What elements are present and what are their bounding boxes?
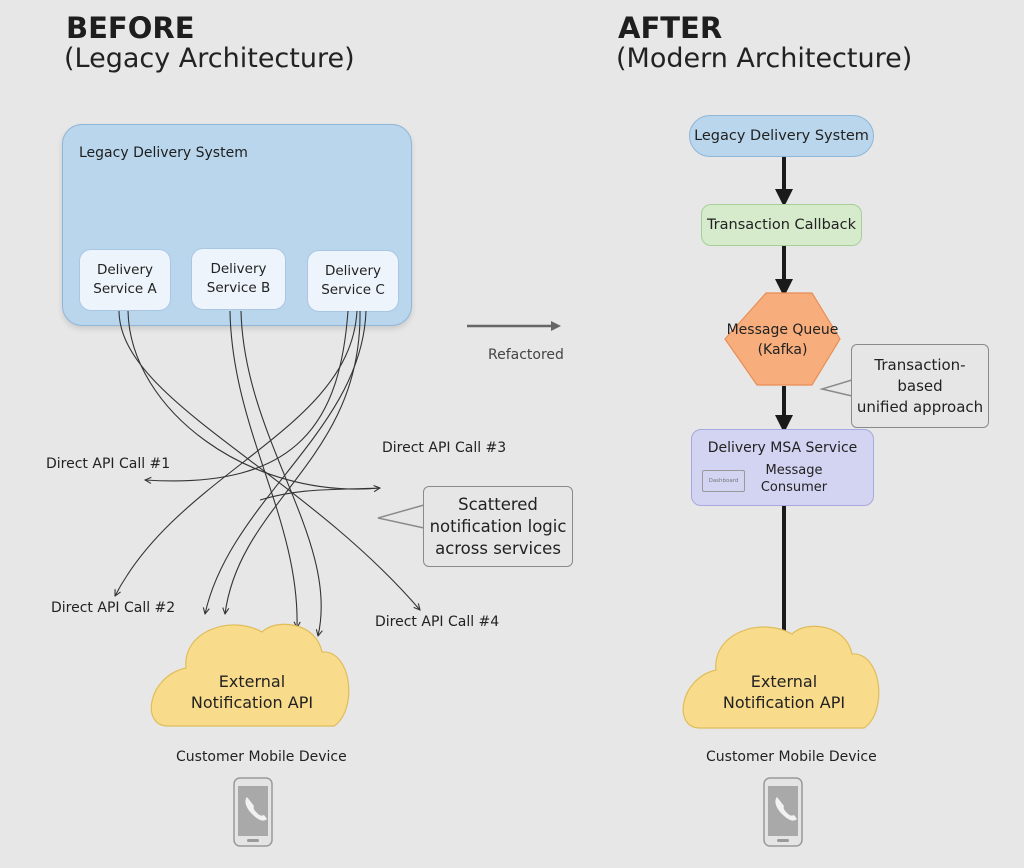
legacy-delivery-system-box: Legacy Delivery System Delivery Service …	[62, 124, 412, 326]
api-call-lines	[115, 310, 420, 636]
service-a-line1: Delivery	[96, 262, 154, 278]
service-b-line1: Delivery	[210, 261, 267, 277]
after-subtitle: (Modern Architecture)	[616, 43, 913, 74]
api-call-label-4: Direct API Call #4	[375, 614, 500, 630]
after-device-label: Customer Mobile Device	[706, 749, 877, 765]
transaction-callback-node[interactable]: Transaction Callback	[701, 204, 862, 246]
delivery-service-c[interactable]: Delivery Service C	[307, 250, 399, 312]
before-title: BEFORE	[66, 11, 195, 45]
queue-line2: (Kafka)	[757, 342, 808, 358]
after-cloud-line2: Notification API	[722, 693, 846, 712]
line-a1-to-call4	[118, 310, 420, 610]
after-callout-line2: unified approach	[856, 397, 984, 416]
line-cross-to-call3	[259, 487, 381, 501]
api-call-label-1: Direct API Call #1	[46, 456, 171, 472]
consumer-line2: Consumer	[760, 480, 828, 495]
after-cloud-shape	[682, 625, 880, 729]
line-c4-to-cloud-2	[225, 310, 361, 614]
line-a2-to-call3	[127, 310, 380, 489]
service-c-line1: Delivery	[324, 263, 382, 279]
after-phone-icon	[763, 777, 803, 847]
msa-title: Delivery MSA Service	[707, 440, 858, 456]
before-callout-line2: notification logic	[429, 516, 567, 536]
legacy-system-label: Legacy Delivery System	[79, 145, 248, 161]
before-callout-line3: across services	[435, 538, 561, 558]
api-call-label-2: Direct API Call #2	[51, 600, 176, 616]
before-device-label: Customer Mobile Device	[176, 749, 347, 765]
api-call-label-3: Direct API Call #3	[382, 440, 507, 456]
scattered-logic-callout: Scattered notification logic across serv…	[423, 486, 573, 567]
line-c2-to-call2	[115, 310, 358, 596]
message-consumer-label: Message Consumer	[754, 462, 834, 496]
before-phone-icon	[233, 777, 273, 847]
before-cloud-shape	[150, 623, 350, 727]
callback-label: Transaction Callback	[706, 217, 857, 233]
after-callout-pointer	[819, 379, 853, 397]
after-legacy-system-node[interactable]: Legacy Delivery System	[689, 115, 874, 157]
after-title: AFTER	[618, 11, 723, 45]
queue-line1: Message Queue	[726, 322, 839, 338]
before-cloud-line1: External	[218, 672, 286, 691]
delivery-service-b[interactable]: Delivery Service B	[191, 248, 286, 310]
before-callout-line1: Scattered	[458, 494, 538, 514]
line-c1-to-call1	[145, 310, 349, 481]
line-c3-to-cloud-1	[205, 310, 367, 614]
line-b1-to-cloud	[229, 310, 297, 628]
delivery-msa-service-node[interactable]: Delivery MSA Service Dashboard Message C…	[691, 429, 874, 506]
line-b2-to-cloud	[240, 310, 321, 636]
after-legacy-label: Legacy Delivery System	[694, 128, 869, 144]
delivery-service-a[interactable]: Delivery Service A	[79, 249, 171, 311]
before-cloud-line2: Notification API	[190, 693, 314, 712]
before-callout-pointer	[377, 504, 425, 529]
refactored-label: Refactored	[488, 347, 564, 363]
after-callout-line1: Transaction-based	[874, 355, 966, 395]
dashboard-mini-box: Dashboard	[702, 470, 745, 492]
before-subtitle: (Legacy Architecture)	[64, 43, 355, 74]
service-a-line2: Service A	[93, 281, 157, 297]
service-c-line2: Service C	[321, 282, 385, 298]
consumer-line1: Message	[765, 463, 823, 478]
before-cloud-label[interactable]: External Notification API	[170, 671, 334, 713]
after-cloud-line1: External	[750, 672, 818, 691]
kafka-hexagon	[724, 292, 841, 386]
after-cloud-label[interactable]: External Notification API	[702, 671, 866, 713]
kafka-queue-node[interactable]: Message Queue (Kafka)	[725, 320, 840, 360]
service-b-line2: Service B	[206, 280, 271, 296]
unified-approach-callout: Transaction-based unified approach	[851, 344, 989, 428]
